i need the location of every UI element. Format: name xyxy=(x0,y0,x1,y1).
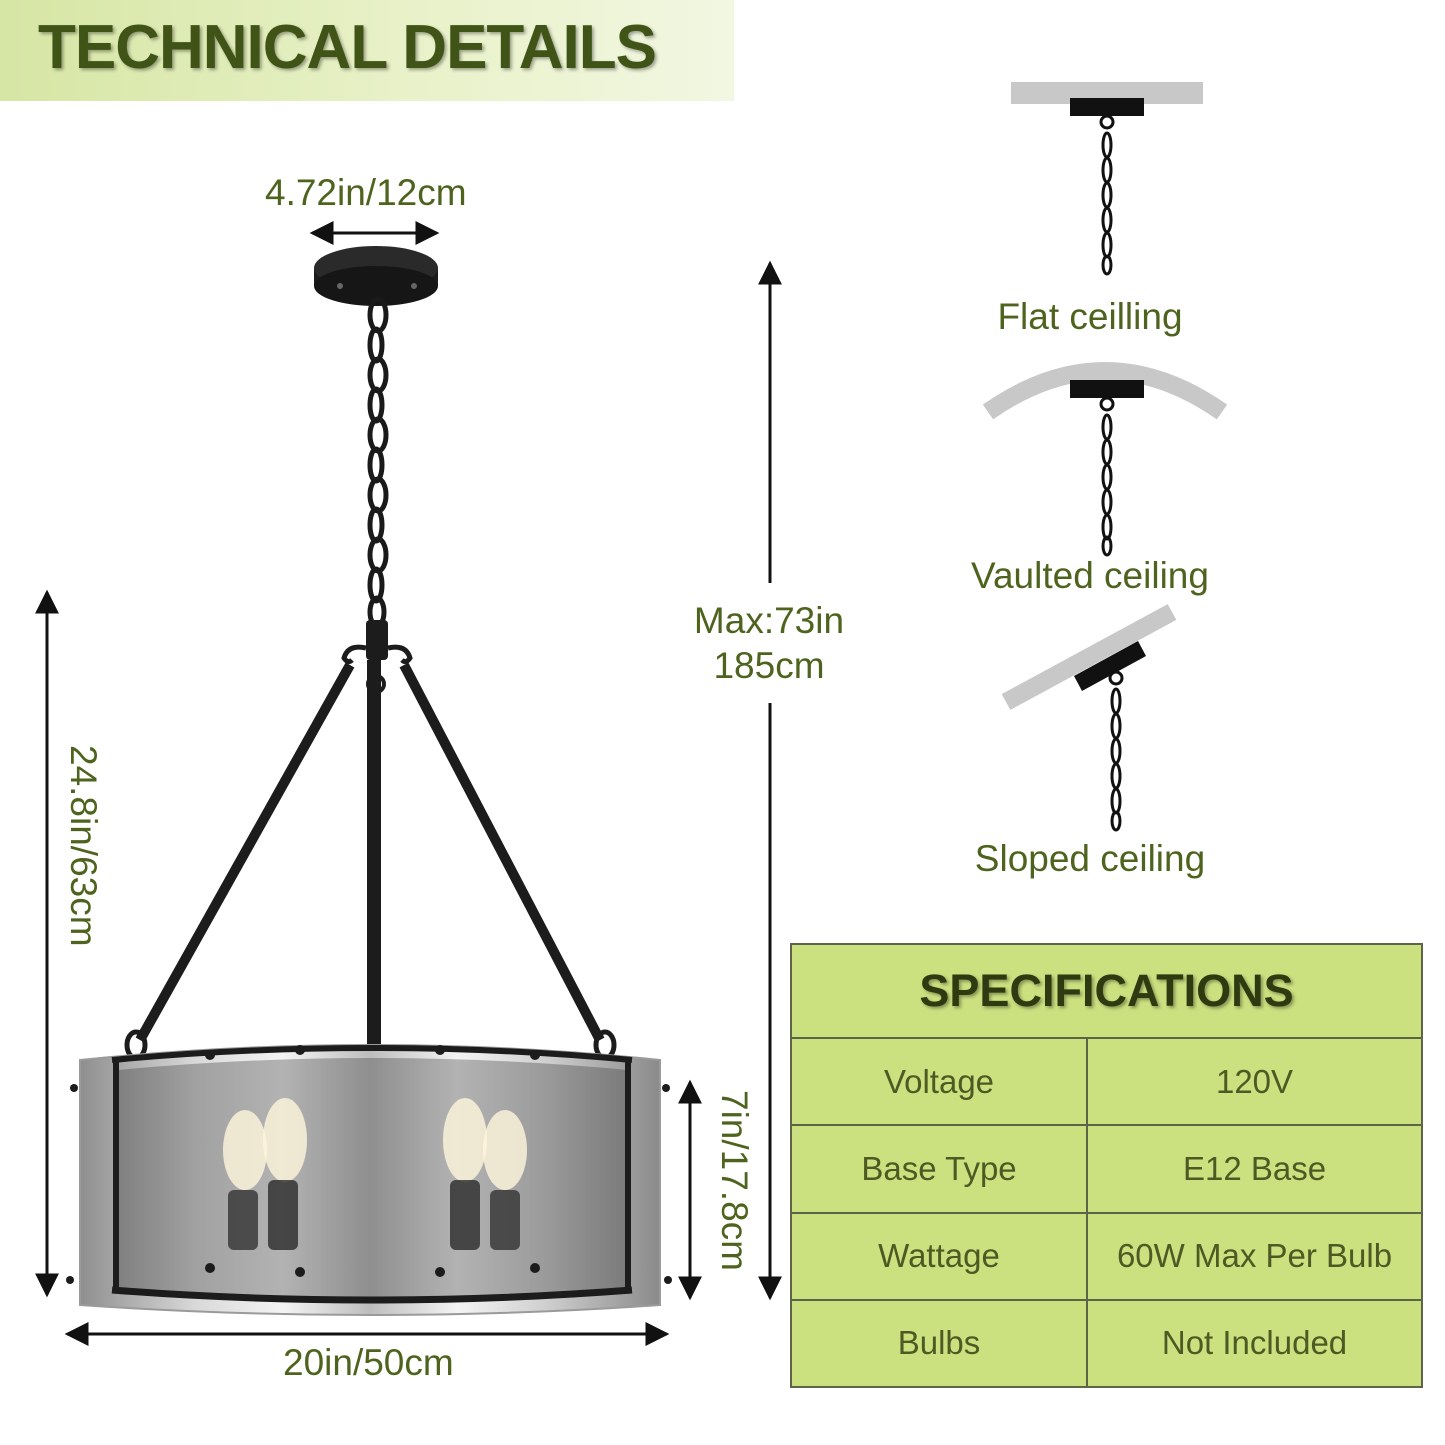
max-height-line2: 185cm xyxy=(713,645,825,686)
vaulted-ceiling-label: Vaulted ceiling xyxy=(971,555,1209,596)
sloped-ceiling-diagram xyxy=(1001,604,1177,832)
total-height-label: 24.8in/63cm xyxy=(63,745,104,947)
spec-value: Not Included xyxy=(1085,1298,1424,1389)
max-height-line1: Max:73in xyxy=(693,600,845,641)
specifications-title: SPECIFICATIONS xyxy=(789,943,1424,1039)
specifications-table: SPECIFICATIONS Voltage 120V Base Type E1… xyxy=(789,943,1424,1389)
table-row: Bulbs Not Included xyxy=(790,1298,1424,1389)
shade-height-label: 7in/17.8cm xyxy=(714,1090,755,1271)
table-row: Voltage 120V xyxy=(790,1036,1424,1127)
spec-value: 120V xyxy=(1085,1036,1424,1127)
spec-label: Voltage xyxy=(790,1036,1088,1127)
chain xyxy=(367,296,389,629)
canopy xyxy=(314,246,438,306)
bulbs xyxy=(223,1098,527,1250)
shade-width-label: 20in/50cm xyxy=(283,1342,454,1383)
spec-label: Base Type xyxy=(790,1124,1088,1214)
spec-label: Bulbs xyxy=(790,1298,1088,1389)
flat-ceiling-label: Flat ceilling xyxy=(997,296,1183,337)
sloped-ceiling-label: Sloped ceiling xyxy=(974,838,1206,879)
page-title: TECHNICAL DETAILS xyxy=(38,13,657,82)
spec-value: 60W Max Per Bulb xyxy=(1085,1211,1424,1301)
vaulted-ceiling-diagram xyxy=(982,362,1228,557)
spec-value: E12 Base xyxy=(1085,1124,1424,1214)
canopy-width-label: 4.72in/12cm xyxy=(265,172,467,213)
table-row: Wattage 60W Max Per Bulb xyxy=(790,1211,1424,1301)
table-row: Base Type E12 Base xyxy=(790,1124,1424,1214)
max-height-label: Max:73in 185cm xyxy=(660,598,878,688)
header-band xyxy=(0,0,734,101)
flat-ceiling-diagram xyxy=(1011,82,1203,276)
drum-shade xyxy=(66,1044,672,1316)
spec-label: Wattage xyxy=(790,1211,1088,1301)
